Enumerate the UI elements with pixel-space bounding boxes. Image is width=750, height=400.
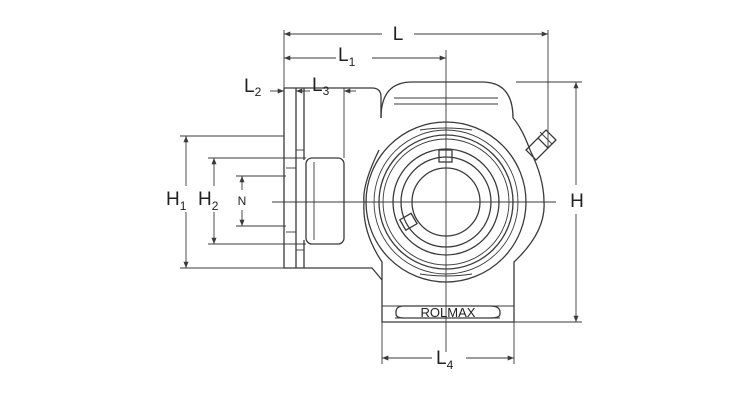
set-screw-left	[398, 212, 418, 232]
dimension-L3: L3	[296, 75, 356, 158]
brand-label: ROLMAX	[421, 305, 476, 320]
label-H1: H1	[166, 189, 187, 213]
centerlines	[272, 50, 556, 352]
dimension-H: H	[514, 81, 584, 323]
dimension-N: N	[236, 175, 286, 227]
dimension-L: L	[283, 24, 549, 148]
brand-plate: ROLMAX	[395, 305, 501, 320]
slot-detail	[286, 149, 345, 251]
dimension-H2: H2	[198, 157, 306, 245]
label-L4: L4	[436, 348, 454, 372]
label-L1: L1	[338, 45, 356, 69]
grease-fitting	[525, 129, 557, 161]
label-H: H	[570, 191, 584, 212]
label-N: N	[238, 194, 247, 208]
label-L3: L3	[312, 75, 330, 98]
dimension-H1: H1	[166, 135, 284, 269]
label-L: L	[393, 24, 404, 45]
label-H2: H2	[198, 189, 219, 213]
dimension-L1: L1	[284, 45, 446, 69]
set-screw-top	[438, 149, 453, 163]
dimension-L4: L4	[381, 322, 515, 372]
label-L2: L2	[244, 76, 262, 99]
